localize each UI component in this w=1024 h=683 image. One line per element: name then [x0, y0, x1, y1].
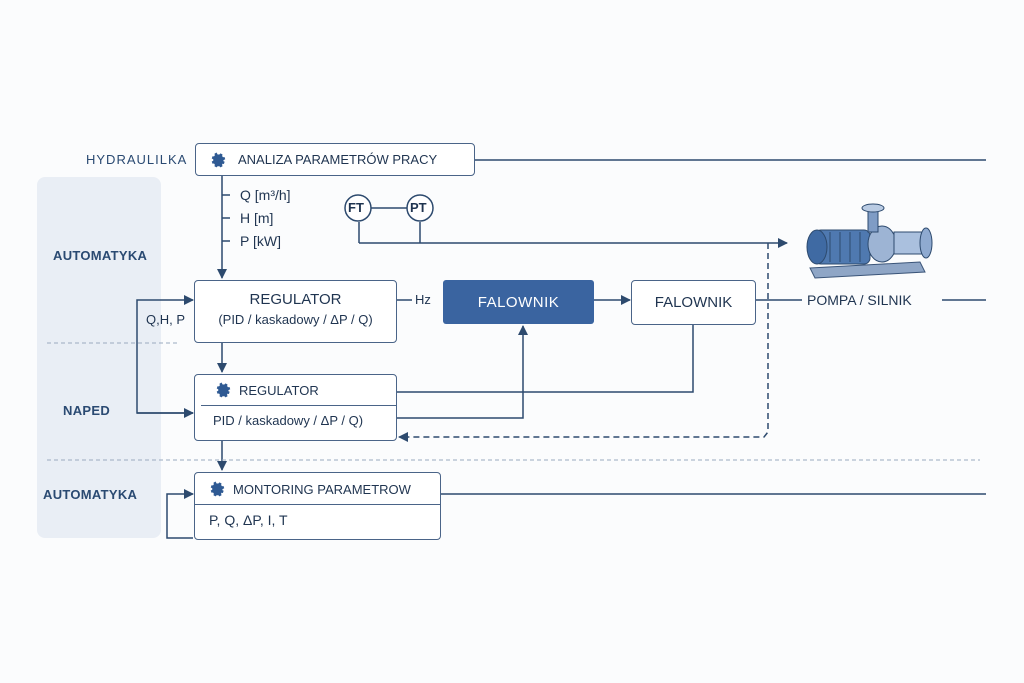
falownik-secondary-box[interactable]: FALOWNIK — [631, 280, 756, 325]
monitoring-box[interactable]: MONTORING PARAMETROW P, Q, ΔP, I, T — [194, 472, 441, 540]
hz-label: Hz — [415, 292, 431, 307]
regulator-title: REGULATOR — [249, 291, 342, 308]
lane-label-automatyka-bottom: AUTOMATYKA — [43, 487, 138, 502]
analiza-title: ANALIZA PARAMETRÓW PRACY — [238, 152, 438, 167]
pt-sensor — [406, 194, 434, 222]
pump-label: POMPA / SILNIK — [807, 292, 912, 308]
param-q: Q [m³/h] — [240, 187, 291, 203]
lane-label-automatyka-top: AUTOMATYKA — [53, 248, 148, 263]
regulator2-box[interactable]: REGULATOR PID / kaskadowy / ΔP / Q) — [194, 374, 397, 441]
lane-label-hydraulika: HYDRAULILKA — [86, 152, 188, 167]
ft-sensor — [344, 194, 372, 222]
param-h: H [m] — [240, 210, 274, 226]
lane-background — [37, 177, 161, 538]
gear-icon — [216, 382, 231, 398]
analiza-box[interactable]: ANALIZA PARAMETRÓW PRACY — [195, 143, 475, 176]
gear-icon — [211, 152, 226, 167]
pump-motor-icon — [806, 203, 933, 279]
monitoring-params: P, Q, ΔP, I, T — [209, 512, 288, 528]
ft-label: FT — [348, 200, 364, 215]
regulator-box[interactable]: REGULATOR (PID / kaskadowy / ΔP / Q) — [194, 280, 397, 343]
regulator2-title: REGULATOR — [239, 382, 319, 398]
monitoring-title: MONTORING PARAMETROW — [233, 481, 411, 497]
regulator2-subtitle: PID / kaskadowy / ΔP / Q) — [213, 413, 364, 428]
falownik-primary-box[interactable]: FALOWNIK — [443, 280, 594, 324]
gear-icon — [210, 481, 225, 497]
param-p: P [kW] — [240, 233, 281, 249]
lane-label-naped: NAPED — [63, 403, 111, 418]
pt-label: PT — [410, 200, 427, 215]
regulator-subtitle: (PID / kaskadowy / ΔP / Q) — [218, 312, 373, 327]
feedback-label: Q,H, P — [146, 312, 186, 327]
